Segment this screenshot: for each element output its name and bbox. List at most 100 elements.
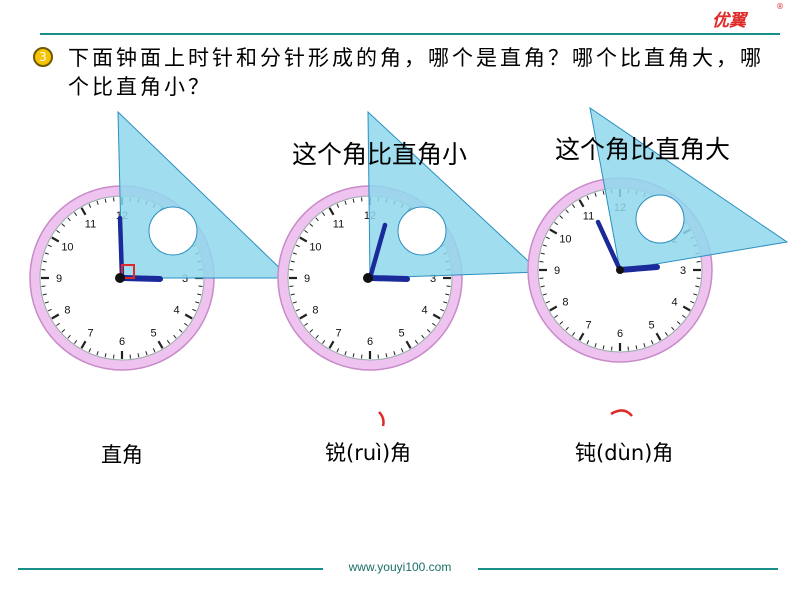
minute-tick [295,308,300,312]
minute-tick [540,285,545,288]
top-rule [40,33,780,35]
clock-acute-angle: 121234567891011 [277,110,542,427]
minute-tick [47,244,52,248]
minute-hand [367,222,388,281]
hour-tick [328,340,335,349]
minute-tick [195,301,200,304]
clock-number: 4 [421,305,427,317]
minute-tick [344,351,347,356]
clock-number: 11 [583,210,594,222]
minute-tick [290,293,295,296]
clock-number: 3 [182,273,188,285]
minute-tick [440,308,445,312]
minute-tick [682,314,686,319]
hour-tick [405,340,412,349]
clock-number: 7 [585,320,591,332]
clock-number: 5 [398,328,404,340]
minute-tick [542,293,547,296]
brand-registered-mark: ® [776,2,784,11]
minute-tick [695,285,700,288]
minute-tick [73,340,78,344]
minute-tick [315,217,319,222]
minute-tick [542,244,547,247]
minute-tick [304,229,308,234]
minute-tick [443,301,448,304]
clock-number: 10 [309,242,321,254]
hour-hand [617,264,660,273]
hour-tick [80,340,87,349]
minute-tick [650,340,654,345]
clock-obtuse-angle: 121234567891011 [527,106,789,417]
question-number-badge: 3 [33,47,53,67]
hour-tick [299,236,308,243]
minute-tick [290,260,295,263]
minute-tick [385,353,388,358]
clock-number: 7 [335,328,341,340]
clock-number: 6 [367,336,373,348]
question-number: 3 [39,50,47,64]
clock-number: 4 [173,305,179,317]
minute-tick [104,198,107,203]
hour-tick [184,313,193,320]
minute-tick [304,322,308,327]
minute-tick [88,348,92,353]
minute-tick [445,293,450,296]
clock-number: 5 [648,320,654,332]
obtuse-angle-arc [610,409,633,417]
clock-number: 9 [56,273,62,285]
minute-tick [145,351,148,356]
minute-tick [321,212,326,216]
clock-number: 4 [671,297,677,309]
hour-tick [328,207,335,216]
minute-tick [61,329,66,333]
clock-right-angle: 121234567891011 [29,110,292,371]
minute-tick [352,353,355,358]
minute-tick [400,348,404,353]
answer-acute-angle: 锐(ruì)角 [325,441,412,465]
minute-tick [635,345,638,350]
hour-tick [299,313,308,320]
footer-url: www.youyi100.com [348,560,452,574]
minute-tick [393,351,396,356]
set-square-hole [148,206,198,256]
minute-tick [565,326,569,331]
minute-tick [414,340,419,344]
minute-tick [192,308,197,312]
minute-tick [166,340,171,344]
question-text: 下面钟面上时针和分针形成的角，哪个是直角？哪个比直角大，哪个比直角小？ [68,46,764,99]
minute-tick [352,198,355,203]
clock-number: 9 [554,265,560,277]
clock-number: 6 [617,328,623,340]
minute-tick [56,322,60,327]
clock-number: 7 [87,328,93,340]
minute-tick [184,322,188,327]
hour-tick [51,313,60,320]
caption-smaller-than-right-angle: 这个角比直角小 [292,140,468,169]
minute-tick [47,308,52,312]
clock-center [616,266,624,274]
minute-tick [421,334,425,339]
minute-tick [586,195,590,200]
minute-tick [321,340,326,344]
minute-tick [602,190,605,195]
clock-number: 11 [85,218,96,230]
minute-tick [432,322,436,327]
minute-tick [67,334,71,339]
minute-tick [664,332,669,336]
caption-larger-than-right-angle: 这个角比直角大 [555,135,731,164]
minute-tick [690,300,695,304]
hour-tick [80,207,87,216]
brand-logo: 优翼 [712,11,746,31]
hour-tick [578,332,585,341]
clock-number: 10 [61,242,73,254]
hour-tick [157,340,164,349]
minute-tick [315,334,319,339]
minute-tick [594,343,597,348]
minute-tick [44,301,49,304]
hour-tick [549,228,558,235]
answer-obtuse-angle: 钝(dùn)角 [575,441,674,465]
minute-tick [540,252,545,255]
answer-right-angle: 直角 [101,443,143,467]
footer-rule-right [478,568,778,570]
